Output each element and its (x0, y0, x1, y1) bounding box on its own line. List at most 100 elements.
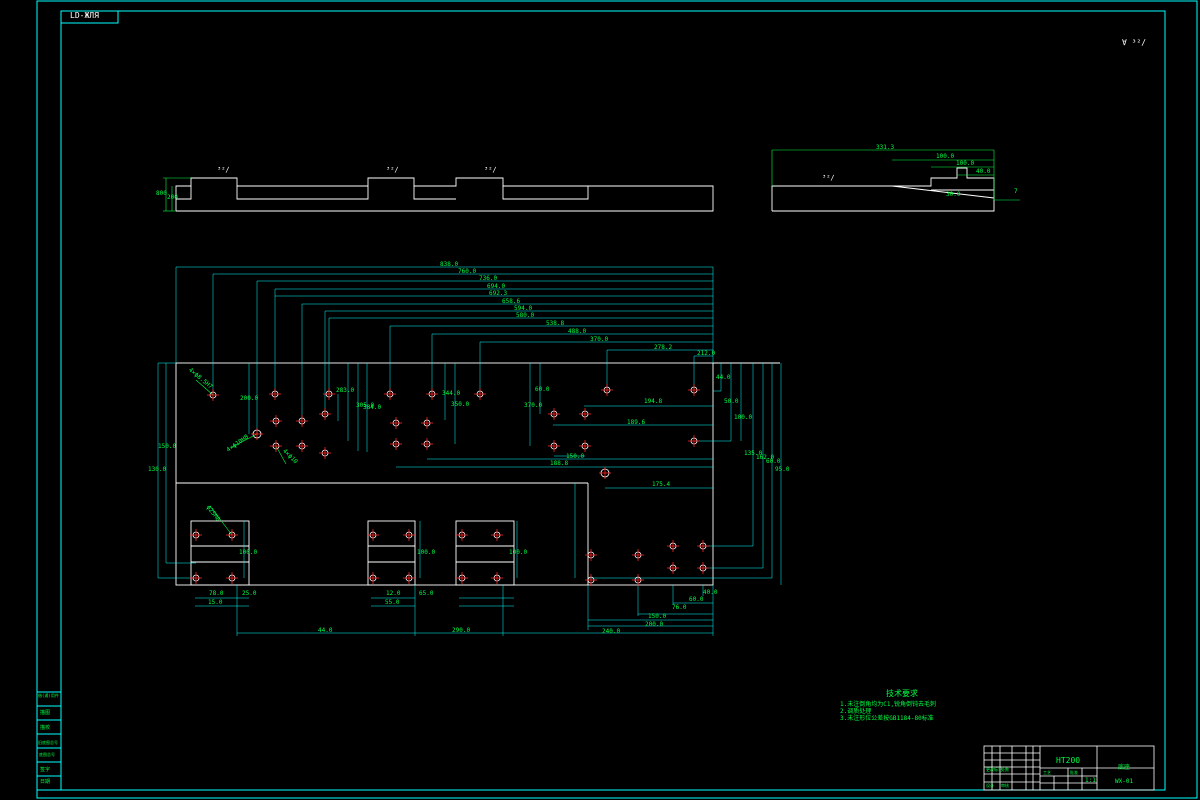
dim-h: 150.0 (648, 613, 667, 620)
dim-h: 278.2 (654, 344, 673, 351)
top-view-dims (163, 177, 191, 212)
dim-h: 188.8 (550, 460, 569, 467)
top-profile-view (175, 177, 714, 212)
dim-h: 55.0 (385, 599, 400, 606)
dim-h: 65.0 (419, 590, 434, 597)
roughness-mark: ³²∕ (822, 174, 835, 182)
dim-h: 838.0 (440, 261, 459, 268)
dim-v: 350.0 (451, 401, 470, 408)
dim-h: 760.0 (458, 268, 477, 275)
dim-v: 305.0 (356, 402, 375, 409)
left-column-boxes (36, 691, 62, 791)
dim-v: 344.0 (442, 390, 461, 397)
dim-h: 194.8 (644, 398, 663, 405)
dim-side-view: 30.0 (946, 191, 961, 198)
dim-h: 175.4 (652, 481, 671, 488)
tech-note-line: 3.未注形位公差按GB1184-80标准 (840, 715, 934, 722)
material-label: HT200 (1056, 756, 1081, 765)
left-column-cell: 旧底图总号 (38, 740, 58, 745)
dim-side-view: 7 (1014, 188, 1018, 195)
title-block (983, 745, 1155, 791)
dim-v: 370.0 (524, 402, 543, 409)
outer-border (36, 0, 1198, 799)
holes (192, 386, 707, 584)
left-column-cell: 描图 (40, 710, 51, 716)
dim-h: 12.0 (386, 590, 401, 597)
tech-note-line: 2.调质处理 (840, 708, 872, 715)
inner-border (60, 10, 1166, 791)
dim-h: 200.0 (645, 621, 664, 628)
left-column-cell: 签字 (40, 767, 51, 773)
dim-v: 135.0 (744, 450, 763, 457)
side-view (771, 167, 995, 212)
corner-roughness: ∀ ³²∕ (1122, 38, 1147, 47)
dim-h: 370.0 (590, 336, 609, 343)
left-column-cell: 描校 (40, 725, 51, 731)
dim-v: 384.0 (363, 404, 382, 411)
drawing-number: WX-01 (1115, 778, 1134, 785)
revision-cell: 处数 (1001, 767, 1009, 772)
dim-top-view: 800 (156, 190, 167, 197)
dim-h: 189.6 (627, 419, 646, 426)
dim-h: 78.0 (209, 590, 224, 597)
dim-side-view: 331.3 (876, 144, 895, 151)
dim-v: 50.0 (724, 398, 739, 405)
dim-h: 694.0 (487, 283, 506, 290)
dim-h: 488.0 (568, 328, 587, 335)
dim-h: 25.0 (242, 590, 257, 597)
dim-v: 200.0 (240, 395, 259, 402)
roughness-mark: ³²∕ (386, 166, 399, 174)
revision-cell: 更改标记 (986, 767, 1002, 772)
dim-top-view: 200 (167, 194, 178, 201)
dim-v: 100.0 (417, 549, 436, 556)
dim-v: 100.0 (509, 549, 528, 556)
dim-h: 44.0 (318, 627, 333, 634)
left-column-cell: 底图总号 (39, 752, 55, 757)
tech-note-line: 1.未注倒角均为C1,锐角倒钝去毛刺 (840, 701, 937, 708)
dim-v: 100.0 (239, 549, 258, 556)
dim-v: 60.0 (535, 386, 550, 393)
dim-h: 692.3 (489, 290, 508, 297)
code-box (60, 10, 119, 24)
tech-notes-title: 技术要求 (886, 689, 918, 698)
dim-h: 150.0 (566, 453, 585, 460)
dimension-lines (157, 266, 782, 636)
dim-v: 283.0 (336, 387, 355, 394)
dim-side-view: 100.0 (936, 153, 955, 160)
side-view-dims (771, 149, 1020, 201)
revision-cell: 批准 (1070, 770, 1078, 775)
dim-h: 40.0 (703, 589, 718, 596)
scale-label: 1:1 (1085, 777, 1096, 784)
dim-v: 150.0 (158, 443, 177, 450)
dim-h: 240.0 (602, 628, 621, 635)
dim-h: 212.0 (697, 350, 716, 357)
dim-v: 162.0 (756, 454, 775, 461)
dim-side-view: 100.0 (956, 160, 975, 167)
roughness-mark: ³²∕ (484, 166, 497, 174)
left-column-cell: 日期 (40, 779, 51, 785)
dim-h: 76.0 (672, 604, 687, 611)
dim-h: 736.0 (479, 275, 498, 282)
dim-v: 130.0 (148, 466, 167, 473)
dim-v: 44.0 (716, 374, 731, 381)
dim-h: 15.0 (208, 599, 223, 606)
leader-lines (195, 379, 287, 536)
dim-v: 60.0 (766, 458, 781, 465)
left-column-cell: 借(通)用件 (38, 693, 59, 698)
revision-cell: 设计 (986, 783, 994, 788)
revision-cell: 审核 (1001, 783, 1009, 788)
main-plan-view (175, 362, 780, 586)
dim-h: 290.0 (452, 627, 471, 634)
dim-h: 538.8 (546, 320, 565, 327)
revision-cell: 工艺 (1043, 770, 1051, 775)
drawing-code: LD-ЖЛЯ (70, 11, 99, 20)
dim-h: 658.6 (502, 298, 521, 305)
roughness-mark: ³²∕ (217, 166, 230, 174)
dim-h: 60.0 (689, 596, 704, 603)
part-name: 底座 (1118, 764, 1131, 771)
dim-h: 594.0 (514, 305, 533, 312)
dim-v: 95.0 (775, 466, 790, 473)
dim-v: 100.0 (734, 414, 753, 421)
dim-side-view: 40.0 (976, 168, 991, 175)
